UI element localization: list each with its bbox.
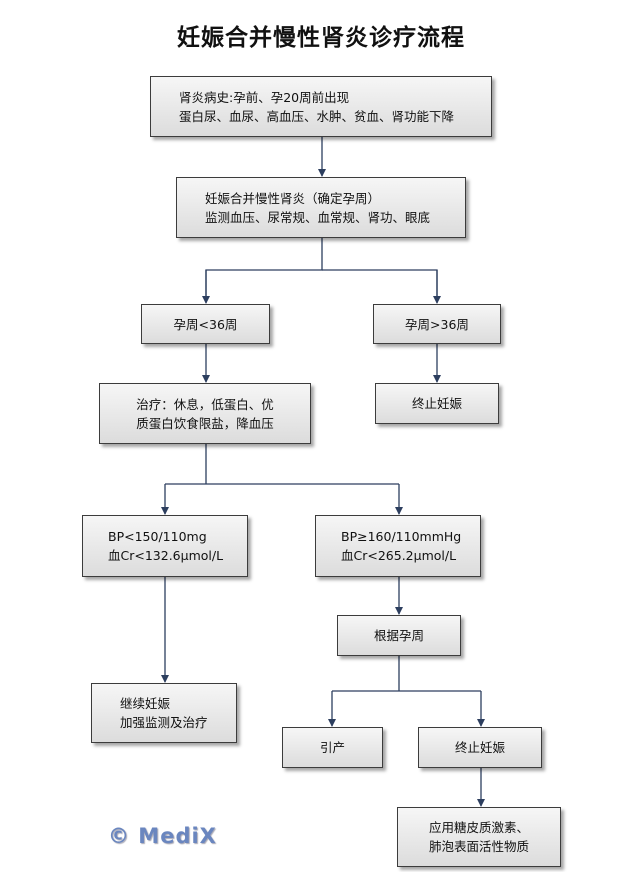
diagnosis-line2: 监测血压、尿常规、血常规、肾功、眼底	[205, 209, 431, 225]
history-line2: 蛋白尿、血尿、高血压、水肿、贫血、肾功能下降	[179, 108, 455, 124]
medix-logo: © MediX	[108, 824, 217, 848]
continue-line2: 加强监测及治疗	[120, 715, 208, 730]
diagnosis-box: 妊娠合并慢性肾炎（确定孕周） 监测血压、尿常规、血常规、肾功、眼底	[176, 177, 466, 238]
induce-box: 引产	[282, 727, 383, 768]
treatment-box: 治疗：休息，低蛋白、优 质蛋白饮食限盐，降血压	[99, 383, 311, 444]
treatment-line2: 质蛋白饮食限盐，降血压	[136, 415, 274, 431]
connector-treatment-split	[165, 444, 399, 485]
bp-low-box: BP<150/110mg 血Cr<132.6μmol/L	[82, 515, 248, 577]
bp-high-line2: 血Cr<265.2μmol/L	[341, 548, 457, 563]
bp-high-box: BP≥160/110mmHg 血Cr<265.2μmol/L	[315, 515, 481, 577]
induce-label: 引产	[319, 740, 345, 755]
steroid-line1: 应用糖皮质激素、	[428, 820, 529, 835]
ga-lt36-box: 孕周<36周	[141, 304, 270, 344]
history-line1: 肾炎病史:孕前、孕20周前出现	[179, 89, 350, 105]
bp-low-line1: BP<150/110mg	[108, 529, 207, 544]
treatment-line1: 治疗：休息，低蛋白、优	[136, 396, 274, 412]
ga-gt36-label: 孕周>36周	[405, 316, 469, 332]
continue-box: 继续妊娠 加强监测及治疗	[91, 683, 237, 743]
terminate-box-a: 终止妊娠	[375, 383, 499, 424]
connector-to-ga-gt36	[322, 269, 438, 302]
bp-high-line1: BP≥160/110mmHg	[341, 529, 462, 544]
terminate-a-label: 终止妊娠	[411, 396, 462, 411]
connector-diagnosis-split	[205, 238, 323, 302]
by-ga-box: 根据孕周	[337, 615, 461, 656]
ga-gt36-box: 孕周>36周	[373, 304, 501, 344]
by-ga-label: 根据孕周	[373, 628, 424, 643]
steroid-box: 应用糖皮质激素、 肺泡表面活性物质	[397, 807, 561, 867]
continue-line1: 继续妊娠	[120, 696, 171, 711]
diagnosis-line1: 妊娠合并慢性肾炎（确定孕周）	[205, 190, 381, 206]
terminate-b-label: 终止妊娠	[454, 740, 505, 755]
bp-low-line2: 血Cr<132.6μmol/L	[108, 548, 224, 563]
terminate-box-b: 终止妊娠	[418, 727, 542, 768]
ga-lt36-label: 孕周<36周	[173, 316, 238, 332]
connector-by-ga-split	[332, 656, 481, 692]
steroid-line2: 肺泡表面活性物质	[428, 839, 529, 854]
history-box: 肾炎病史:孕前、孕20周前出现 蛋白尿、血尿、高血压、水肿、贫血、肾功能下降	[150, 76, 492, 137]
page-title: 妊娠合并慢性肾炎诊疗流程	[177, 24, 465, 51]
